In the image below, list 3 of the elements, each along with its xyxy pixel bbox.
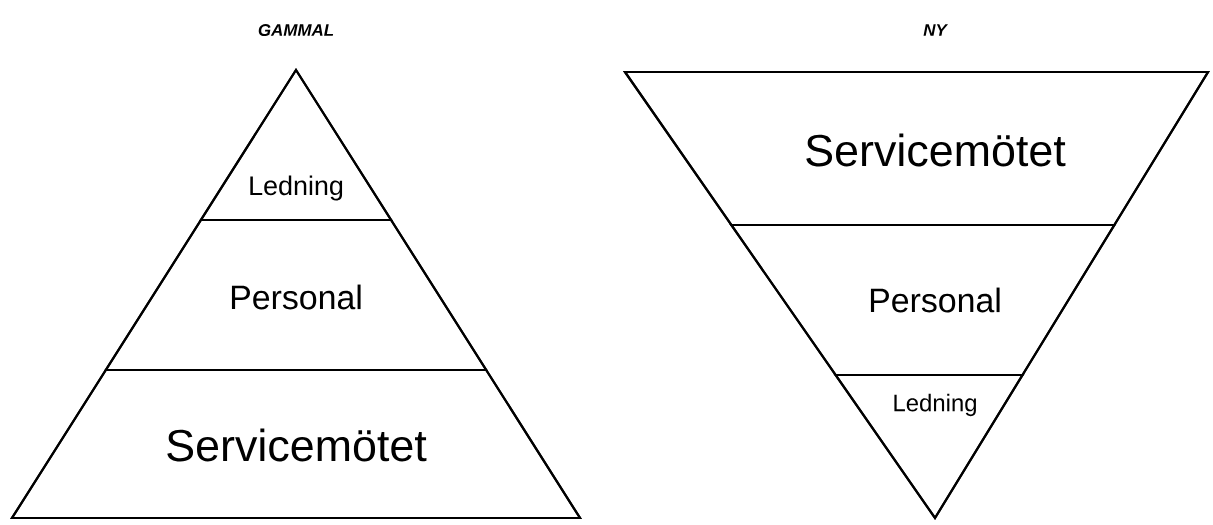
node-label: GAMMAL (258, 24, 334, 36)
node-label: NY (923, 24, 949, 36)
pyramid-level: Servicemötet (10, 368, 582, 520)
